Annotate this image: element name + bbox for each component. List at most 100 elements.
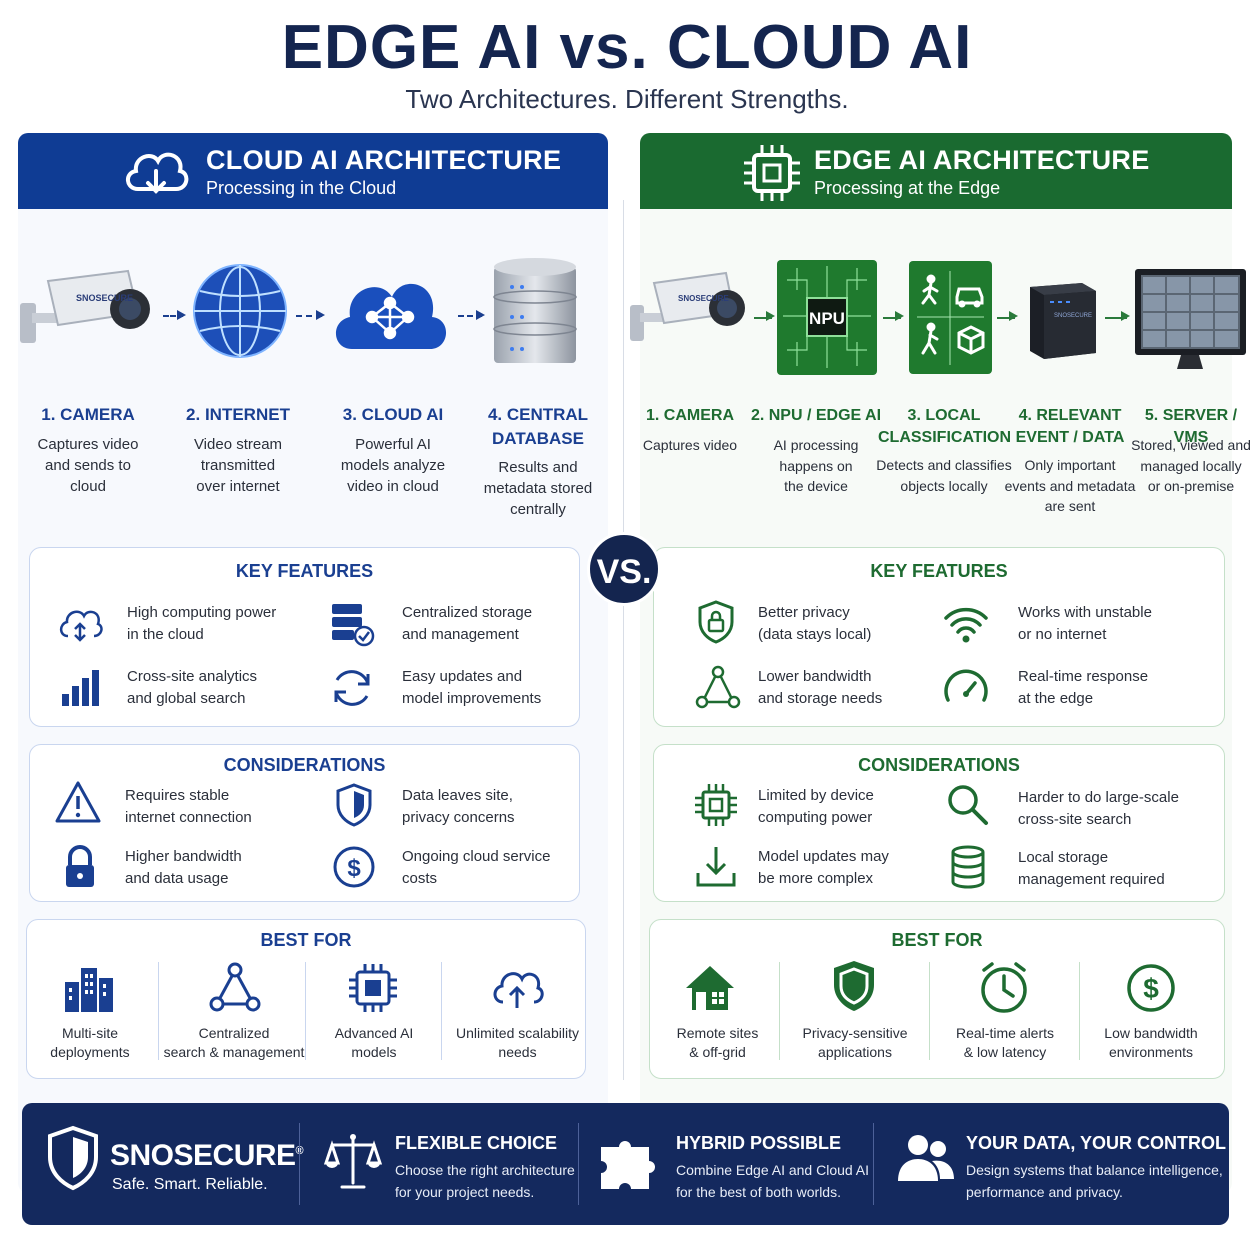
text-line: for your project needs. xyxy=(395,1184,535,1200)
text-line: & off-grid xyxy=(689,1044,746,1060)
desc-line: events and metadata xyxy=(1004,477,1136,494)
text-line: and data usage xyxy=(125,870,229,887)
text-line: computing power xyxy=(758,809,873,826)
text-line: and storage needs xyxy=(758,690,883,707)
text-line: (data stays local) xyxy=(758,626,872,643)
desc-line: video in cloud xyxy=(347,478,439,495)
section-title: BEST FOR xyxy=(260,930,352,950)
text-line: Cross-site analytics xyxy=(127,668,258,685)
vms-monitor-icon xyxy=(1135,269,1246,369)
text-line: Combine Edge AI and Cloud AI xyxy=(676,1162,870,1178)
text-line: model improvements xyxy=(402,690,542,707)
text-line: Higher bandwidth xyxy=(125,848,242,865)
cloud-step-title: 4. CENTRAL DATABASE xyxy=(473,403,603,451)
text-line: performance and privacy. xyxy=(966,1184,1123,1200)
desc-line: metadata stored xyxy=(483,480,593,497)
shield-check-icon xyxy=(834,961,874,1011)
title-line: 3. LOCAL xyxy=(907,407,981,424)
cloud-ai-icon xyxy=(335,283,447,349)
desc-line: objects locally xyxy=(900,477,988,494)
buildings-icon xyxy=(65,968,113,1012)
cloud-step-desc: Results and metadata stored centrally xyxy=(473,457,603,520)
section-title: KEY FEATURES xyxy=(235,561,374,581)
chip-icon xyxy=(744,145,800,201)
feature-text: Real-time response at the edge xyxy=(1018,666,1193,710)
bar-chart-icon xyxy=(62,670,99,706)
desc-line: Captures video xyxy=(37,436,139,453)
clock-alert-icon xyxy=(981,962,1027,1013)
puzzle-icon xyxy=(601,1141,655,1189)
text-line: Better privacy xyxy=(758,604,850,621)
desc-line: Detects and classifies xyxy=(876,457,1012,473)
text-line: Local storage xyxy=(1018,849,1109,866)
text-line: for the best of both worlds. xyxy=(676,1184,841,1200)
desc-line: are sent xyxy=(1044,498,1096,514)
edge-step-title: 2. NPU / EDGE AI xyxy=(750,407,882,424)
cloud-panel: CLOUD AI ARCHITECTURE Processing in the … xyxy=(18,133,608,1193)
text-line: be more complex xyxy=(758,870,874,887)
text-line: in the cloud xyxy=(127,626,204,643)
cloud-panel-subtitle: Processing in the Cloud xyxy=(206,178,397,198)
npu-chip-icon: NPU xyxy=(777,260,877,375)
footer-item-text: Combine Edge AI and Cloud AI for the best… xyxy=(676,1159,869,1203)
camera-icon: SNOSECURE xyxy=(20,269,150,343)
cloud-sync-icon xyxy=(59,610,103,642)
edge-step-desc: Captures video xyxy=(630,435,750,456)
column-divider xyxy=(305,962,306,1060)
text-line: models xyxy=(351,1044,397,1060)
text-line: Real-time alerts xyxy=(955,1025,1055,1041)
desc-line: managed locally xyxy=(1140,457,1242,474)
text-line: Requires stable xyxy=(125,787,230,804)
text-line: & low latency xyxy=(963,1044,1047,1060)
edge-step-desc: Detects and classifies objects locally xyxy=(874,455,1014,496)
text-line: and management xyxy=(402,626,519,643)
desc-line: models analyze xyxy=(340,457,446,474)
text-line: Unlimited scalability xyxy=(456,1025,579,1041)
text-line: at the edge xyxy=(1018,690,1094,707)
footer-banner: SNOSECURE® Safe. Smart. Reliable. FLEXIB… xyxy=(22,1103,1229,1225)
database-icon xyxy=(951,845,985,889)
network-icon xyxy=(695,665,741,709)
footer-item-title: HYBRID POSSIBLE xyxy=(676,1133,842,1153)
text-line: Works with unstable xyxy=(1018,604,1152,621)
house-icon xyxy=(686,966,734,1010)
users-icon xyxy=(898,1135,954,1181)
best-for-text: Real-time alerts & low latency xyxy=(930,1024,1080,1062)
section-title: CONSIDERATIONS xyxy=(858,755,1020,775)
flow-arrow xyxy=(163,310,186,320)
footer-divider xyxy=(299,1123,300,1205)
desc-line: centrally xyxy=(510,501,566,518)
text-line: deployments xyxy=(50,1044,130,1060)
section-title: CONSIDERATIONS xyxy=(223,755,386,775)
cloud-upload-icon xyxy=(493,972,544,1008)
cloud-step-title: 2. INTERNET xyxy=(186,405,290,424)
edge-step-title: 5. SERVER / VMS xyxy=(1144,407,1238,446)
text-line: management required xyxy=(1018,871,1165,888)
title-line: EVENT / DATA xyxy=(1015,429,1125,446)
text-line: or no internet xyxy=(1018,626,1107,643)
object-classification-icon xyxy=(909,261,992,374)
brand-tagline: Safe. Smart. Reliable. xyxy=(112,1176,268,1193)
text-line: Real-time response xyxy=(1018,668,1149,685)
chip-icon xyxy=(695,784,737,826)
column-divider xyxy=(158,962,159,1060)
globe-icon xyxy=(193,264,287,358)
text-line: Centralized xyxy=(198,1025,270,1041)
desc-line: happens on xyxy=(779,457,853,474)
text-line: Easy updates and xyxy=(402,668,523,685)
title-line: DATABASE xyxy=(492,429,584,448)
cloud-download-icon xyxy=(126,152,189,194)
desc-line: over internet xyxy=(196,478,280,495)
speedometer-icon xyxy=(944,669,988,702)
flow-arrow xyxy=(1105,311,1130,321)
